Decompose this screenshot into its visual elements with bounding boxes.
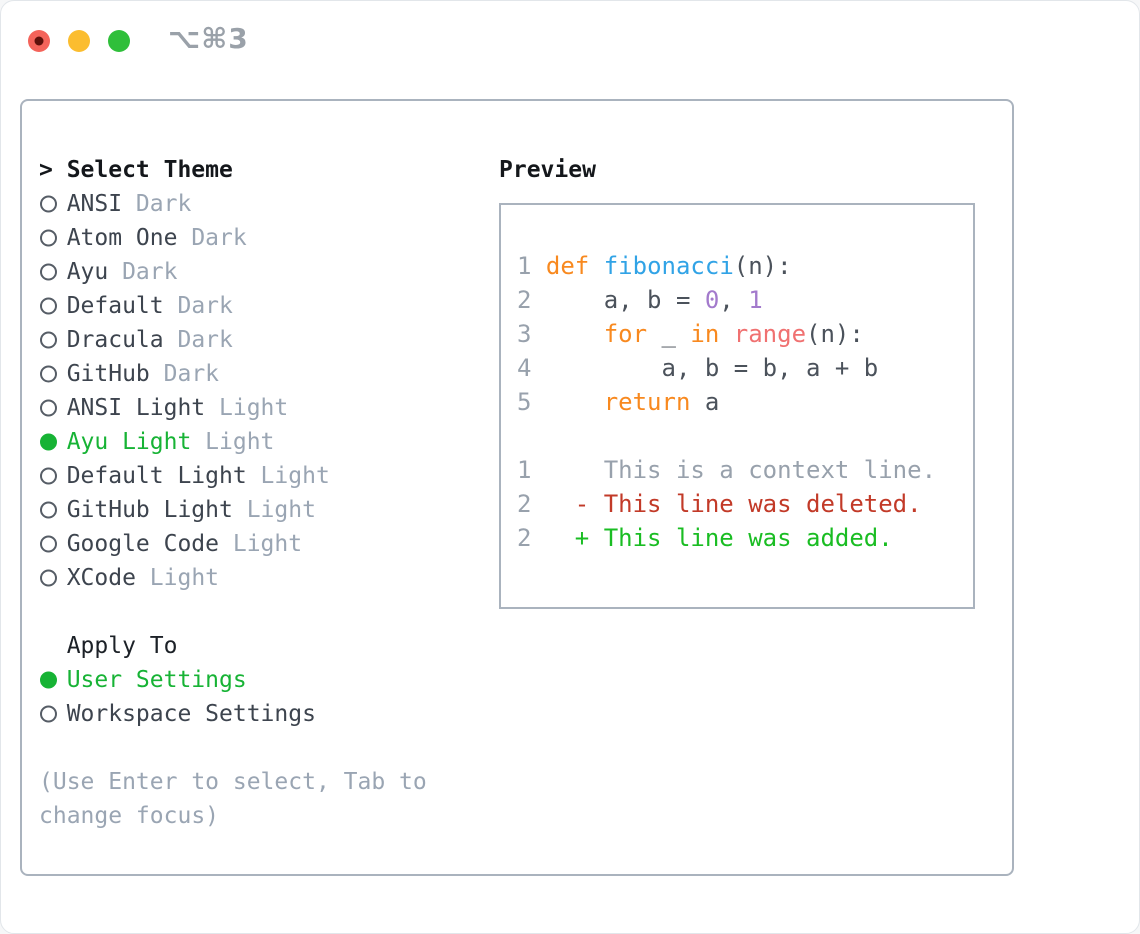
radio-icon [39,221,67,255]
apply-option-label: User Settings [66,667,247,693]
theme-option-default[interactable]: Default Dark [39,289,427,323]
theme-variant-label: Dark [122,191,192,217]
theme-option-google-code[interactable]: Google Code Light [39,527,427,561]
preview-title: Preview [499,157,596,183]
preview-line: 2 a, b = 0, 1 [517,286,763,314]
preview-line: 5 return a [517,388,720,416]
close-dot-icon [34,36,44,46]
preview-line: 4 a, b = b, a + b [517,354,879,382]
theme-option-label: Google Code [66,531,220,557]
theme-variant-label: Light [219,531,303,557]
spacer [39,595,427,629]
close-button[interactable] [28,30,50,52]
theme-option-ayu-light[interactable]: Ayu Light Light [39,425,427,459]
indent [39,629,67,663]
theme-option-ayu[interactable]: Ayu Dark [39,255,427,289]
titlebar: ⌥⌘3 [1,1,1139,71]
theme-variant-label: Light [246,463,330,489]
traffic-lights [28,30,130,52]
theme-option-github-light[interactable]: GitHub Light Light [39,493,427,527]
preview-line: 2 - This line was deleted. [517,490,922,518]
theme-variant-label: Light [191,429,275,455]
radio-icon [39,561,67,595]
theme-option-github[interactable]: GitHub Dark [39,357,427,391]
theme-option-ansi[interactable]: ANSI Dark [39,187,427,221]
theme-variant-label: Dark [149,361,220,387]
radio-icon [39,323,67,357]
theme-option-label: Default Light [66,463,247,489]
theme-option-label: Ayu Light [66,429,192,455]
select-theme-header: > Select Theme [39,153,427,187]
preview-line: 2 + This line was added. [517,524,893,552]
theme-option-dracula[interactable]: Dracula Dark [39,323,427,357]
preview-line: 1 This is a context line. [517,456,937,484]
theme-option-label: Default [66,293,164,319]
radio-icon [39,255,67,289]
radio-icon [39,697,67,731]
theme-variant-label: Dark [108,259,178,285]
theme-option-ansi-light[interactable]: ANSI Light Light [39,391,427,425]
apply-to-header: Apply To [39,629,427,663]
radio-icon [39,527,67,561]
radio-icon [39,187,67,221]
theme-variant-label: Dark [163,327,233,353]
preview-line: 1 def fibonacci(n): [517,252,792,280]
theme-option-label: Ayu [66,259,109,285]
radio-selected-icon [39,663,67,697]
radio-icon [39,289,67,323]
radio-icon [39,357,67,391]
theme-variant-label: Dark [177,225,247,251]
theme-option-label: Atom One [66,225,178,251]
apply-to-title: Apply To [66,633,178,659]
preview-blank-line [517,419,973,453]
radio-icon [39,459,67,493]
apply-option-user-settings[interactable]: User Settings [39,663,427,697]
radio-icon [39,391,67,425]
theme-option-atom-one[interactable]: Atom One Dark [39,221,427,255]
theme-option-label: ANSI Light [66,395,206,421]
preview-line: 3 for _ in range(n): [517,320,864,348]
theme-option-label: Dracula [66,327,164,353]
radio-selected-icon [39,425,67,459]
radio-icon [39,493,67,527]
zoom-button[interactable] [108,30,130,52]
theme-option-label: GitHub Light [66,497,233,523]
apply-option-label: Workspace Settings [66,701,316,727]
theme-option-label: GitHub [66,361,150,387]
theme-variant-label: Dark [163,293,233,319]
preview-column: Preview 1 def fibonacci(n): 2 a, b = 0, 1… [499,153,975,609]
focus-caret-icon: > [39,157,53,183]
theme-option-label: XCode [66,565,136,591]
theme-variant-label: Light [135,565,220,591]
apply-option-workspace-settings[interactable]: Workspace Settings [39,697,427,731]
theme-option-label: ANSI [66,191,123,217]
theme-option-xcode[interactable]: XCode Light [39,561,427,595]
window-shortcut-label: ⌥⌘3 [168,22,249,55]
select-theme-title: Select Theme [66,157,233,183]
help-text-line-1: (Use Enter to select, Tab to [39,769,427,795]
spacer [39,731,427,765]
minimize-button[interactable] [68,30,90,52]
preview-pane: 1 def fibonacci(n): 2 a, b = 0, 1 3 for _ … [499,203,975,609]
help-text-line-2: change focus) [39,803,220,829]
theme-variant-label: Light [232,497,316,523]
theme-variant-label: Light [205,395,289,421]
theme-option-default-light[interactable]: Default Light Light [39,459,427,493]
